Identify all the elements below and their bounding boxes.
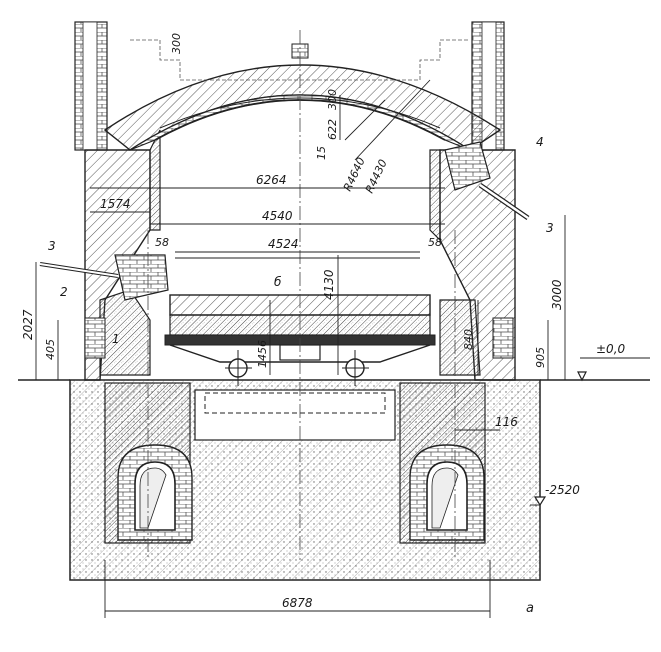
left-burner [39,254,169,301]
dim-300-top: 300 [170,33,183,54]
dim-905: 905 [534,347,547,368]
dim-3000: 3000 [550,279,564,310]
callout-5: б [274,275,282,289]
dim-840: 840 [462,329,475,350]
dim-58-left: 58 [155,236,169,249]
callout-2: 2 [60,285,68,299]
dim-4540: 4540 [262,209,293,223]
left-flue [117,444,193,541]
callout-3-left: 3 [48,239,56,253]
dim-58-right: 58 [428,236,442,249]
dim-4524: 4524 [268,237,299,251]
callout-4: 4 [536,135,544,149]
dim-405: 405 [44,339,57,360]
dim-6264: 6264 [256,173,287,187]
right-flue [409,444,485,541]
dim-622: 622 [326,119,339,140]
dimension-lines [35,79,650,618]
centerlines [147,30,456,560]
dim-6878: 6878 [282,596,313,610]
elevation-zero: ±0,0 [596,342,626,356]
dim-1574: 1574 [100,197,131,211]
dim-1456: 1456 [256,340,269,368]
dim-2027: 2027 [21,309,35,340]
right-burner [444,141,530,221]
figure-label: a [526,601,534,616]
arched-roof [103,39,502,151]
callout-3-right: 3 [546,221,554,235]
dim-r4430: R4430 [363,157,390,195]
dim-4130: 4130 [322,269,336,300]
callout-1: 1 [112,332,120,346]
elevation-minus-2520: -2520 [545,483,580,497]
dim-116: 116 [495,415,518,429]
elevation-markers [533,371,587,507]
dim-300-right: 300 [326,89,339,110]
dim-15: 15 [315,146,328,160]
